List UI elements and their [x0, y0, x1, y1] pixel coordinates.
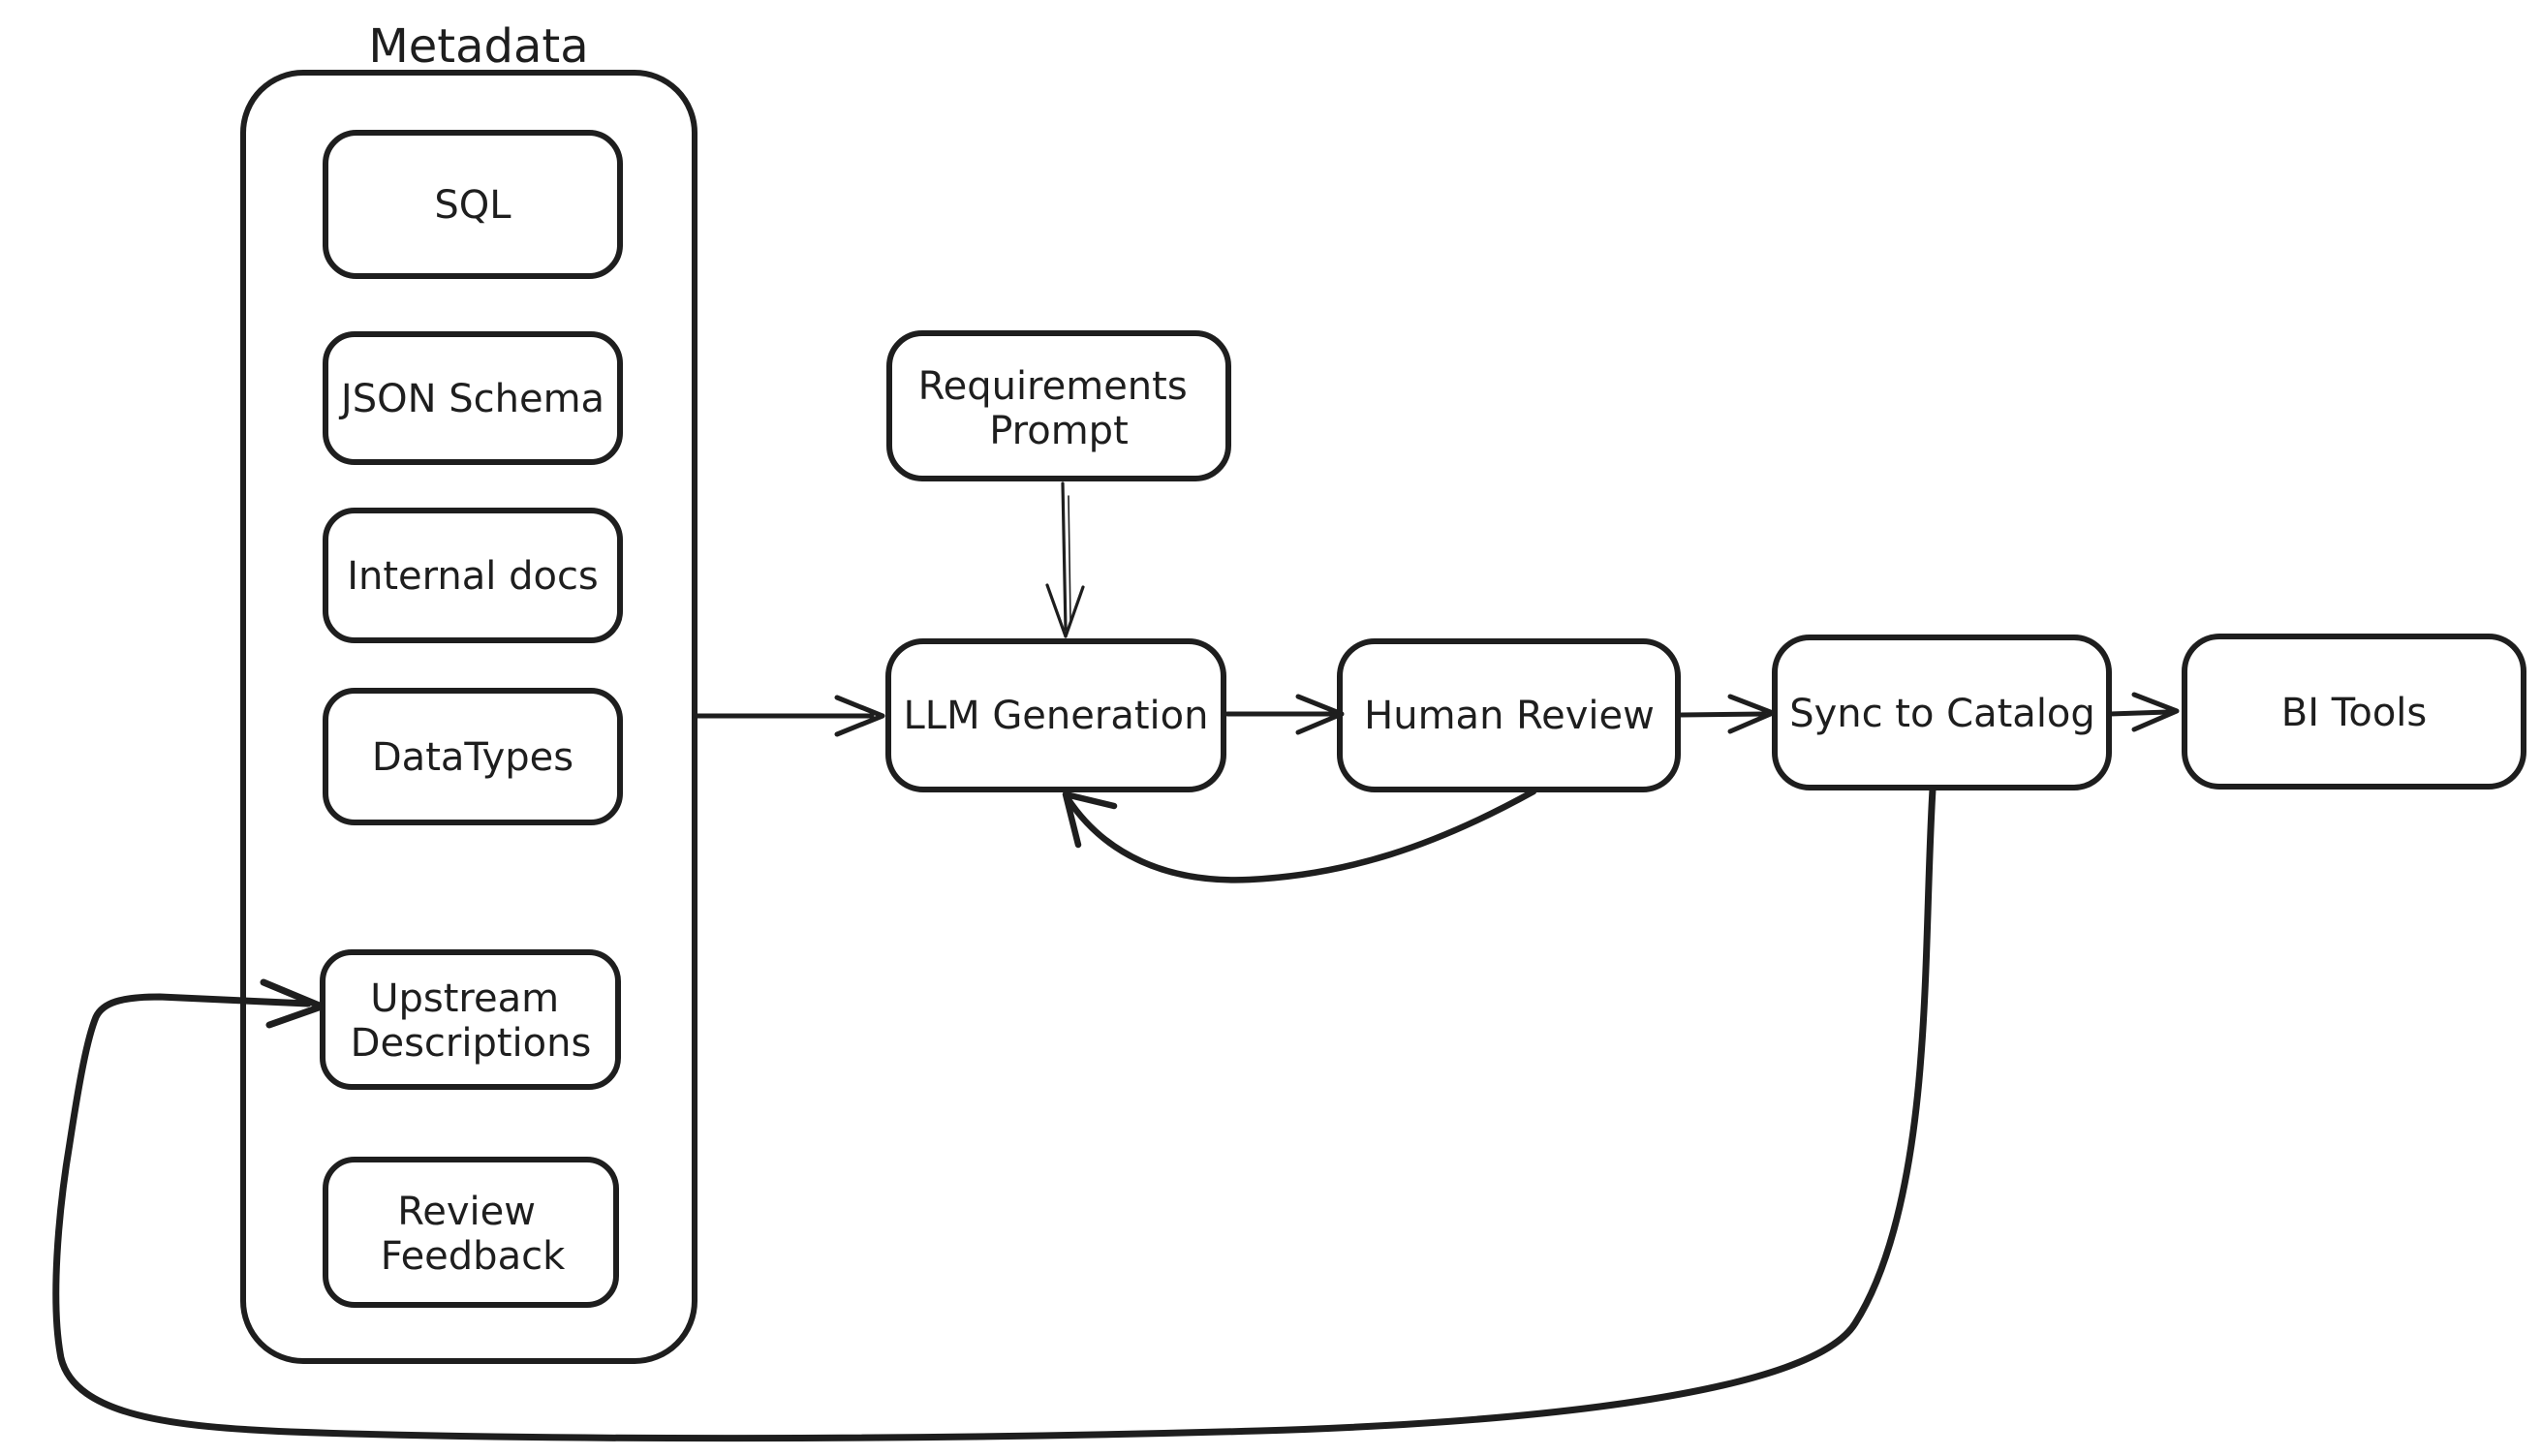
- node-sync-to-catalog-label: Sync to Catalog: [1789, 692, 2095, 736]
- node-review-feedback-label: Review Feedback: [381, 1190, 566, 1279]
- node-bi-tools: BI Tools: [2182, 634, 2526, 790]
- node-box: [323, 331, 623, 465]
- edge-human-review-to-sync: [1678, 694, 1776, 734]
- edge-requirements-to-llm: [1045, 481, 1085, 638]
- node-bi-tools-label: BI Tools: [2281, 691, 2428, 735]
- edge-sync-to-upstream-descriptions: [52, 786, 1937, 1442]
- node-box: [323, 130, 623, 279]
- node-internal-docs: Internal docs: [323, 508, 623, 643]
- group-metadata: Metadata SQL JSON Schema Internal docs D…: [240, 19, 697, 1364]
- node-box: [323, 688, 623, 825]
- node-datatypes: DataTypes: [323, 688, 623, 825]
- node-human-review: Human Review: [1337, 638, 1681, 792]
- node-sql-label: SQL: [434, 183, 511, 228]
- node-review-feedback: Review Feedback: [323, 1157, 619, 1308]
- edge-line-overdraw: [1068, 495, 1071, 621]
- node-datatypes-label: DataTypes: [372, 735, 573, 780]
- node-box: [2182, 634, 2526, 790]
- node-upstream-descriptions: Upstream Descriptions: [320, 949, 621, 1090]
- node-upstream-descriptions-label: Upstream Descriptions: [351, 976, 592, 1066]
- edge-line: [1064, 788, 1537, 883]
- node-box: [323, 508, 623, 643]
- edge-line: [2107, 709, 2171, 717]
- node-llm-generation: LLM Generation: [885, 638, 1226, 792]
- edge-line: [52, 786, 1937, 1442]
- node-requirements-prompt: Requirements Prompt: [886, 330, 1231, 481]
- edge-llm-to-human-review: [1224, 694, 1345, 735]
- label-line-2: Prompt: [989, 409, 1129, 453]
- node-box: [320, 949, 621, 1090]
- edge-line: [1678, 711, 1767, 718]
- node-requirements-prompt-label: Requirements Prompt: [918, 364, 1200, 453]
- edge-metadata-to-llm: [693, 695, 885, 737]
- label-line-1: Upstream: [370, 976, 559, 1021]
- arrowhead-right-icon: [834, 695, 885, 737]
- node-box: [886, 330, 1231, 481]
- arrowhead-down-icon: [1045, 583, 1085, 638]
- node-json-schema: JSON Schema: [323, 331, 623, 465]
- arrowhead-up-left-icon: [1062, 790, 1118, 849]
- label-line-2: Descriptions: [351, 1021, 592, 1066]
- node-human-review-label: Human Review: [1364, 694, 1655, 738]
- node-internal-docs-label: Internal docs: [347, 554, 599, 599]
- node-sql: SQL: [323, 130, 623, 279]
- label-line-1: Review: [397, 1190, 536, 1234]
- group-metadata-title: Metadata: [368, 19, 588, 74]
- edge-human-review-feedback-to-llm: [1062, 788, 1537, 883]
- edge-line: [1061, 481, 1068, 632]
- label-line-2: Feedback: [381, 1234, 566, 1279]
- arrowhead-right-icon: [260, 978, 325, 1029]
- node-llm-generation-label: LLM Generation: [904, 694, 1209, 738]
- edge-sync-to-bi-tools: [2107, 692, 2180, 732]
- arrowhead-right-icon: [1295, 694, 1345, 735]
- node-box: [885, 638, 1226, 792]
- arrowhead-right-icon: [1727, 694, 1776, 734]
- node-sync-to-catalog: Sync to Catalog: [1772, 635, 2112, 790]
- arrowhead-right-icon: [2131, 692, 2180, 732]
- node-json-schema-label: JSON Schema: [338, 377, 604, 421]
- node-box: [323, 1157, 619, 1308]
- label-line-1: Requirements: [918, 364, 1188, 409]
